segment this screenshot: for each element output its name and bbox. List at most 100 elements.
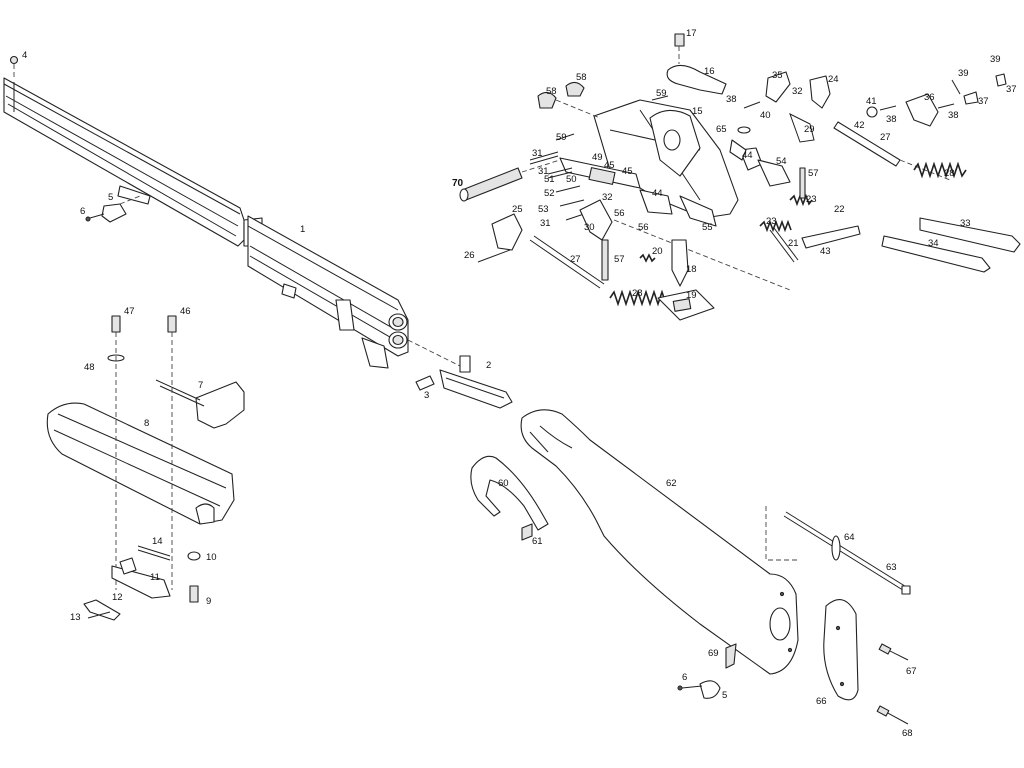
label-25: 25 [512, 204, 523, 215]
extractor-part [407, 339, 513, 409]
label-33: 33 [960, 218, 971, 229]
label-27-low: 27 [570, 254, 581, 265]
label-28-low: 28 [632, 288, 643, 299]
trigger-group [657, 239, 715, 321]
label-68: 68 [902, 728, 913, 739]
cocking-rods [769, 167, 1021, 273]
label-47: 47 [124, 306, 135, 317]
label-60: 60 [498, 478, 509, 489]
label-57-top: 57 [808, 168, 819, 179]
label-29: 29 [804, 124, 815, 135]
label-38-top: 38 [726, 94, 737, 105]
top-lever [666, 33, 727, 95]
label-37-right: 37 [1006, 84, 1017, 95]
label-16: 16 [704, 66, 715, 77]
label-53: 53 [538, 204, 549, 215]
label-32-top: 32 [792, 86, 803, 97]
top-small-parts [537, 71, 831, 141]
label-40: 40 [760, 110, 771, 121]
label-51: 51 [544, 174, 555, 185]
label-64: 64 [844, 532, 855, 543]
lower-action-parts [477, 185, 791, 291]
label-45-right: 45 [622, 166, 633, 177]
label-48: 48 [84, 362, 95, 373]
label-44-low: 44 [652, 188, 663, 199]
label-58-right: 58 [576, 72, 587, 83]
label-39-right: 39 [990, 54, 1001, 65]
label-9: 9 [206, 596, 211, 607]
label-31-mid: 31 [538, 166, 549, 177]
label-36: 36 [924, 92, 935, 103]
label-6: 6 [80, 206, 85, 217]
label-17: 17 [686, 28, 697, 39]
stock-assembly [520, 409, 800, 675]
label-5: 5 [108, 192, 113, 203]
label-44-top: 44 [742, 150, 753, 161]
label-52: 52 [544, 188, 555, 199]
label-13: 13 [70, 612, 81, 623]
label-23-low: 23 [766, 216, 777, 227]
label-26: 26 [464, 250, 475, 261]
label-32-mid: 32 [602, 192, 613, 203]
label-34: 34 [928, 238, 939, 249]
label-56-right: 56 [638, 222, 649, 233]
label-70: 70 [452, 178, 464, 189]
forend-assembly [46, 315, 245, 590]
firing-pin-70 [459, 159, 561, 202]
label-42: 42 [854, 120, 865, 131]
label-50: 50 [566, 174, 577, 185]
label-7: 7 [198, 380, 203, 391]
label-14: 14 [152, 536, 163, 547]
label-30: 30 [584, 222, 595, 233]
butt-plate [823, 599, 909, 725]
label-37-left: 37 [978, 96, 989, 107]
sling-swivel-upper [85, 195, 141, 223]
label-1: 1 [300, 224, 305, 235]
label-63: 63 [886, 562, 897, 573]
label-35: 35 [772, 70, 783, 81]
label-49: 49 [592, 152, 603, 163]
label-15: 15 [692, 106, 703, 117]
part-number-labels: 4 1 5 6 2 3 47 46 48 7 8 14 10 11 9 12 1… [22, 28, 1017, 739]
label-31-low: 31 [540, 218, 551, 229]
label-24: 24 [828, 74, 839, 85]
label-59-left: 59 [556, 132, 567, 143]
label-18: 18 [686, 264, 697, 275]
label-54: 54 [776, 156, 787, 167]
label-11: 11 [150, 572, 160, 583]
label-43: 43 [820, 246, 831, 257]
right-small-parts [789, 73, 1007, 181]
label-58-left: 58 [546, 86, 557, 97]
label-6-low: 6 [682, 672, 687, 683]
label-27-top: 27 [880, 132, 891, 143]
label-38-right: 38 [948, 110, 959, 121]
label-56-left: 56 [614, 208, 625, 219]
label-65: 65 [716, 124, 727, 135]
label-38-mid: 38 [886, 114, 897, 125]
label-22: 22 [834, 204, 845, 215]
label-61: 61 [532, 536, 543, 547]
front-sight-bead [9, 55, 19, 80]
label-66: 66 [816, 696, 827, 707]
label-8: 8 [144, 418, 149, 429]
label-31-top: 31 [532, 148, 543, 159]
label-45-left: 45 [604, 160, 615, 171]
label-12: 12 [112, 592, 123, 603]
label-62: 62 [666, 478, 677, 489]
label-5-low: 5 [722, 690, 727, 701]
label-59-top: 59 [656, 88, 667, 99]
label-10: 10 [206, 552, 217, 563]
label-46: 46 [180, 306, 191, 317]
label-21: 21 [788, 238, 799, 249]
sling-swivel-lower [677, 643, 737, 699]
label-20: 20 [652, 246, 663, 257]
forend-latch-parts [83, 545, 201, 621]
label-69: 69 [708, 648, 719, 659]
stock-bolt [783, 511, 911, 595]
label-4: 4 [22, 50, 27, 61]
label-19: 19 [686, 290, 697, 301]
label-57-low: 57 [614, 254, 625, 265]
label-41: 41 [866, 96, 877, 107]
